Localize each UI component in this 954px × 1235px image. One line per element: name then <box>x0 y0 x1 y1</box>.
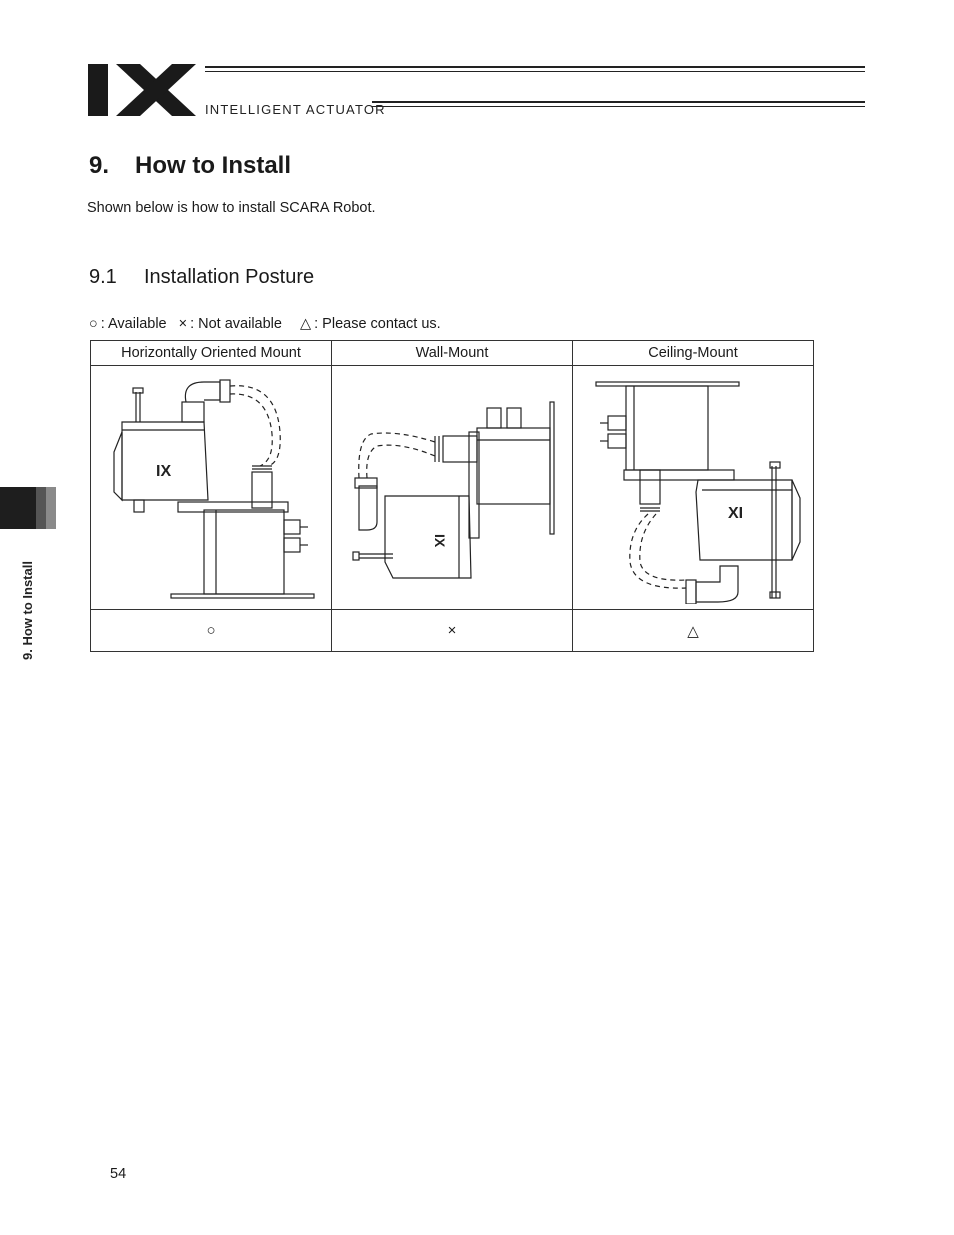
header-rule-top-thick <box>205 66 865 68</box>
brand-text: INTELLIGENT ACTUATOR <box>205 102 386 117</box>
figure-cell-horizontal: IX <box>90 365 332 610</box>
table-header-row: Horizontally Oriented Mount Wall-Mount C… <box>90 340 814 366</box>
scara-robot-wall-mount-drawing: IX <box>352 400 555 579</box>
subsection-title: Installation Posture <box>144 266 315 288</box>
header-rule-top-thin <box>205 71 865 72</box>
not-available-label: : Not available <box>190 316 282 332</box>
section-number: 9. <box>89 152 110 179</box>
ix-logo <box>88 64 196 116</box>
legend: ○ : Available × : Not available △ : Plea… <box>89 316 441 332</box>
scara-robot-ceiling-mount-drawing: XI <box>595 380 801 604</box>
header-ceiling-mount: Ceiling-Mount <box>572 340 814 366</box>
chapter-tab-mid <box>36 487 46 529</box>
figure-cell-wall: IX <box>331 365 573 610</box>
page-number: 54 <box>110 1166 127 1182</box>
svg-text:IX: IX <box>432 534 448 548</box>
mark-ceiling-contact: △ <box>572 609 814 652</box>
header-rule-bottom-thin <box>372 106 865 107</box>
contact-symbol: △ <box>299 316 312 332</box>
available-symbol: ○ <box>89 316 98 332</box>
header-rule-bottom-thick <box>372 101 865 103</box>
chapter-side-label: 9. How to Install <box>20 561 35 660</box>
chapter-tab-dark <box>0 487 36 529</box>
table-figure-row: IX <box>90 365 814 610</box>
subsection-number: 9.1 <box>89 266 117 288</box>
section-title: How to Install <box>135 152 291 179</box>
available-label: : Available <box>100 316 167 332</box>
not-available-symbol: × <box>178 316 188 332</box>
section-heading: 9. How to Install <box>89 152 291 180</box>
contact-label: : Please contact us. <box>314 316 441 332</box>
installation-posture-table: Horizontally Oriented Mount Wall-Mount C… <box>90 340 814 652</box>
svg-text:XI: XI <box>728 505 743 522</box>
svg-text:IX: IX <box>156 463 171 480</box>
header-horizontal-mount: Horizontally Oriented Mount <box>90 340 332 366</box>
table-mark-row: ○ × △ <box>90 609 814 652</box>
intro-text: Shown below is how to install SCARA Robo… <box>87 200 376 216</box>
subsection-heading: 9.1 Installation Posture <box>89 266 314 289</box>
mark-horizontal-available: ○ <box>90 609 332 652</box>
header-wall-mount: Wall-Mount <box>331 340 573 366</box>
figure-cell-ceiling: XI <box>572 365 814 610</box>
scara-robot-floor-mount-drawing: IX <box>113 378 315 599</box>
mark-wall-not-available: × <box>331 609 573 652</box>
chapter-tab-light <box>46 487 56 529</box>
